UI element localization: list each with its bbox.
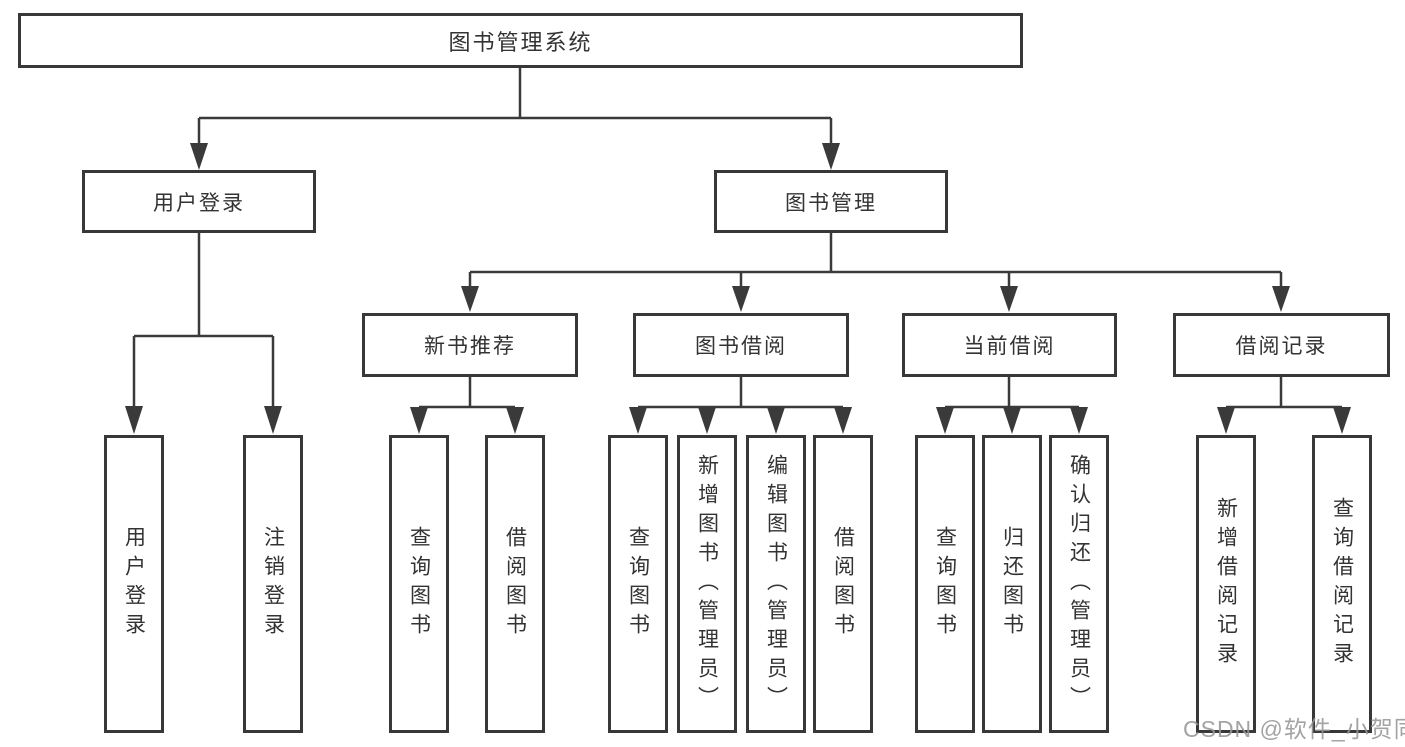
leaf-query-borrow-record: 查询借阅记录: [1312, 435, 1372, 733]
leaf-confirm-return-admin: 确认归还（管理员）: [1049, 435, 1109, 733]
leaf-confirm-return-admin-label: 确认归还（管理员）: [1067, 453, 1091, 715]
leaf-query-books-current-label: 查询图书: [933, 526, 957, 642]
node-user-login-label: 用户登录: [153, 191, 245, 215]
leaf-return-book-label: 归还图书: [1000, 526, 1024, 642]
leaf-query-books-borrowing-label: 查询图书: [626, 526, 650, 642]
node-current-borrowing: 当前借阅: [902, 313, 1117, 377]
node-current-borrowing-label: 当前借阅: [963, 335, 1056, 358]
leaf-borrow-books-recommend: 借阅图书: [485, 435, 545, 733]
node-borrowing-records-label: 借阅记录: [1235, 335, 1328, 358]
leaf-edit-book-admin-label: 编辑图书（管理员）: [764, 453, 788, 715]
leaf-borrow-books-borrowing-label: 借阅图书: [831, 526, 855, 642]
node-book-management-label: 图书管理: [785, 191, 877, 215]
leaf-return-book: 归还图书: [982, 435, 1042, 733]
leaf-add-borrow-record-label: 新增借阅记录: [1214, 497, 1238, 671]
node-user-login: 用户登录: [82, 170, 316, 233]
leaf-query-books-recommend: 查询图书: [389, 435, 449, 733]
node-library-system-label: 图书管理系统: [448, 29, 593, 55]
node-book-management: 图书管理: [714, 170, 948, 233]
leaf-user-login: 用户登录: [104, 435, 164, 733]
node-library-system: 图书管理系统: [18, 13, 1023, 68]
leaf-query-borrow-record-label: 查询借阅记录: [1330, 497, 1354, 671]
leaf-add-book-admin: 新增图书（管理员）: [677, 435, 737, 733]
leaf-query-books-recommend-label: 查询图书: [407, 526, 431, 642]
leaf-add-book-admin-label: 新增图书（管理员）: [695, 453, 719, 715]
leaf-edit-book-admin: 编辑图书（管理员）: [746, 435, 806, 733]
leaf-query-books-borrowing: 查询图书: [608, 435, 668, 733]
node-new-book-recommend-label: 新书推荐: [424, 335, 516, 358]
leaf-borrow-books-recommend-label: 借阅图书: [503, 526, 527, 642]
leaf-add-borrow-record: 新增借阅记录: [1196, 435, 1256, 733]
leaf-borrow-books-borrowing: 借阅图书: [813, 435, 873, 733]
node-book-borrowing-label: 图书借阅: [695, 335, 787, 358]
leaf-logout-label: 注销登录: [261, 526, 285, 642]
node-borrowing-records: 借阅记录: [1173, 313, 1390, 377]
leaf-user-login-label: 用户登录: [122, 526, 146, 642]
node-new-book-recommend: 新书推荐: [362, 313, 578, 377]
leaf-logout: 注销登录: [243, 435, 303, 733]
csdn-watermark: CSDN @软件_小贺同学: [1183, 716, 1405, 742]
leaf-query-books-current: 查询图书: [915, 435, 975, 733]
node-book-borrowing: 图书借阅: [633, 313, 849, 377]
